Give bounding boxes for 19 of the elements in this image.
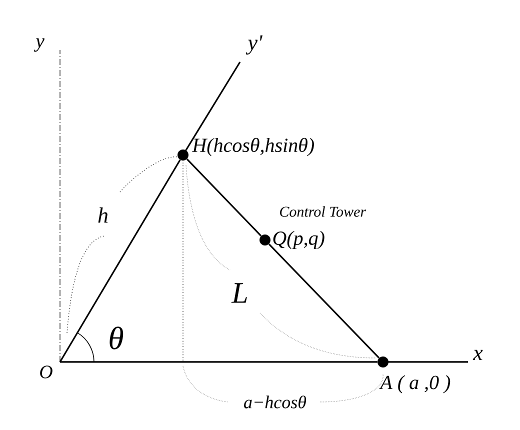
point-label: H(hcosθ,hsinθ) <box>192 138 314 156</box>
dimension-label: θ <box>110 326 124 350</box>
dimension-label: L <box>231 283 247 303</box>
line-segment <box>186 158 262 236</box>
dimension-label: h <box>98 207 108 223</box>
point-dot <box>378 356 388 368</box>
point-dot <box>178 150 188 160</box>
point-label: O <box>40 366 52 378</box>
axis-label: y' <box>246 35 263 55</box>
line-segment <box>59 159 181 362</box>
line-segment <box>60 361 378 363</box>
axis-label: y <box>34 38 44 52</box>
axis-label: x <box>472 350 483 360</box>
point-label: Q(p,q) <box>273 230 324 250</box>
point-caption: Control Tower <box>280 206 366 217</box>
dimension-label: a−hcosθ <box>244 396 306 408</box>
line-segment <box>268 244 380 358</box>
point-dot <box>260 234 270 246</box>
point-label: A ( a ,0 ) <box>379 375 450 394</box>
